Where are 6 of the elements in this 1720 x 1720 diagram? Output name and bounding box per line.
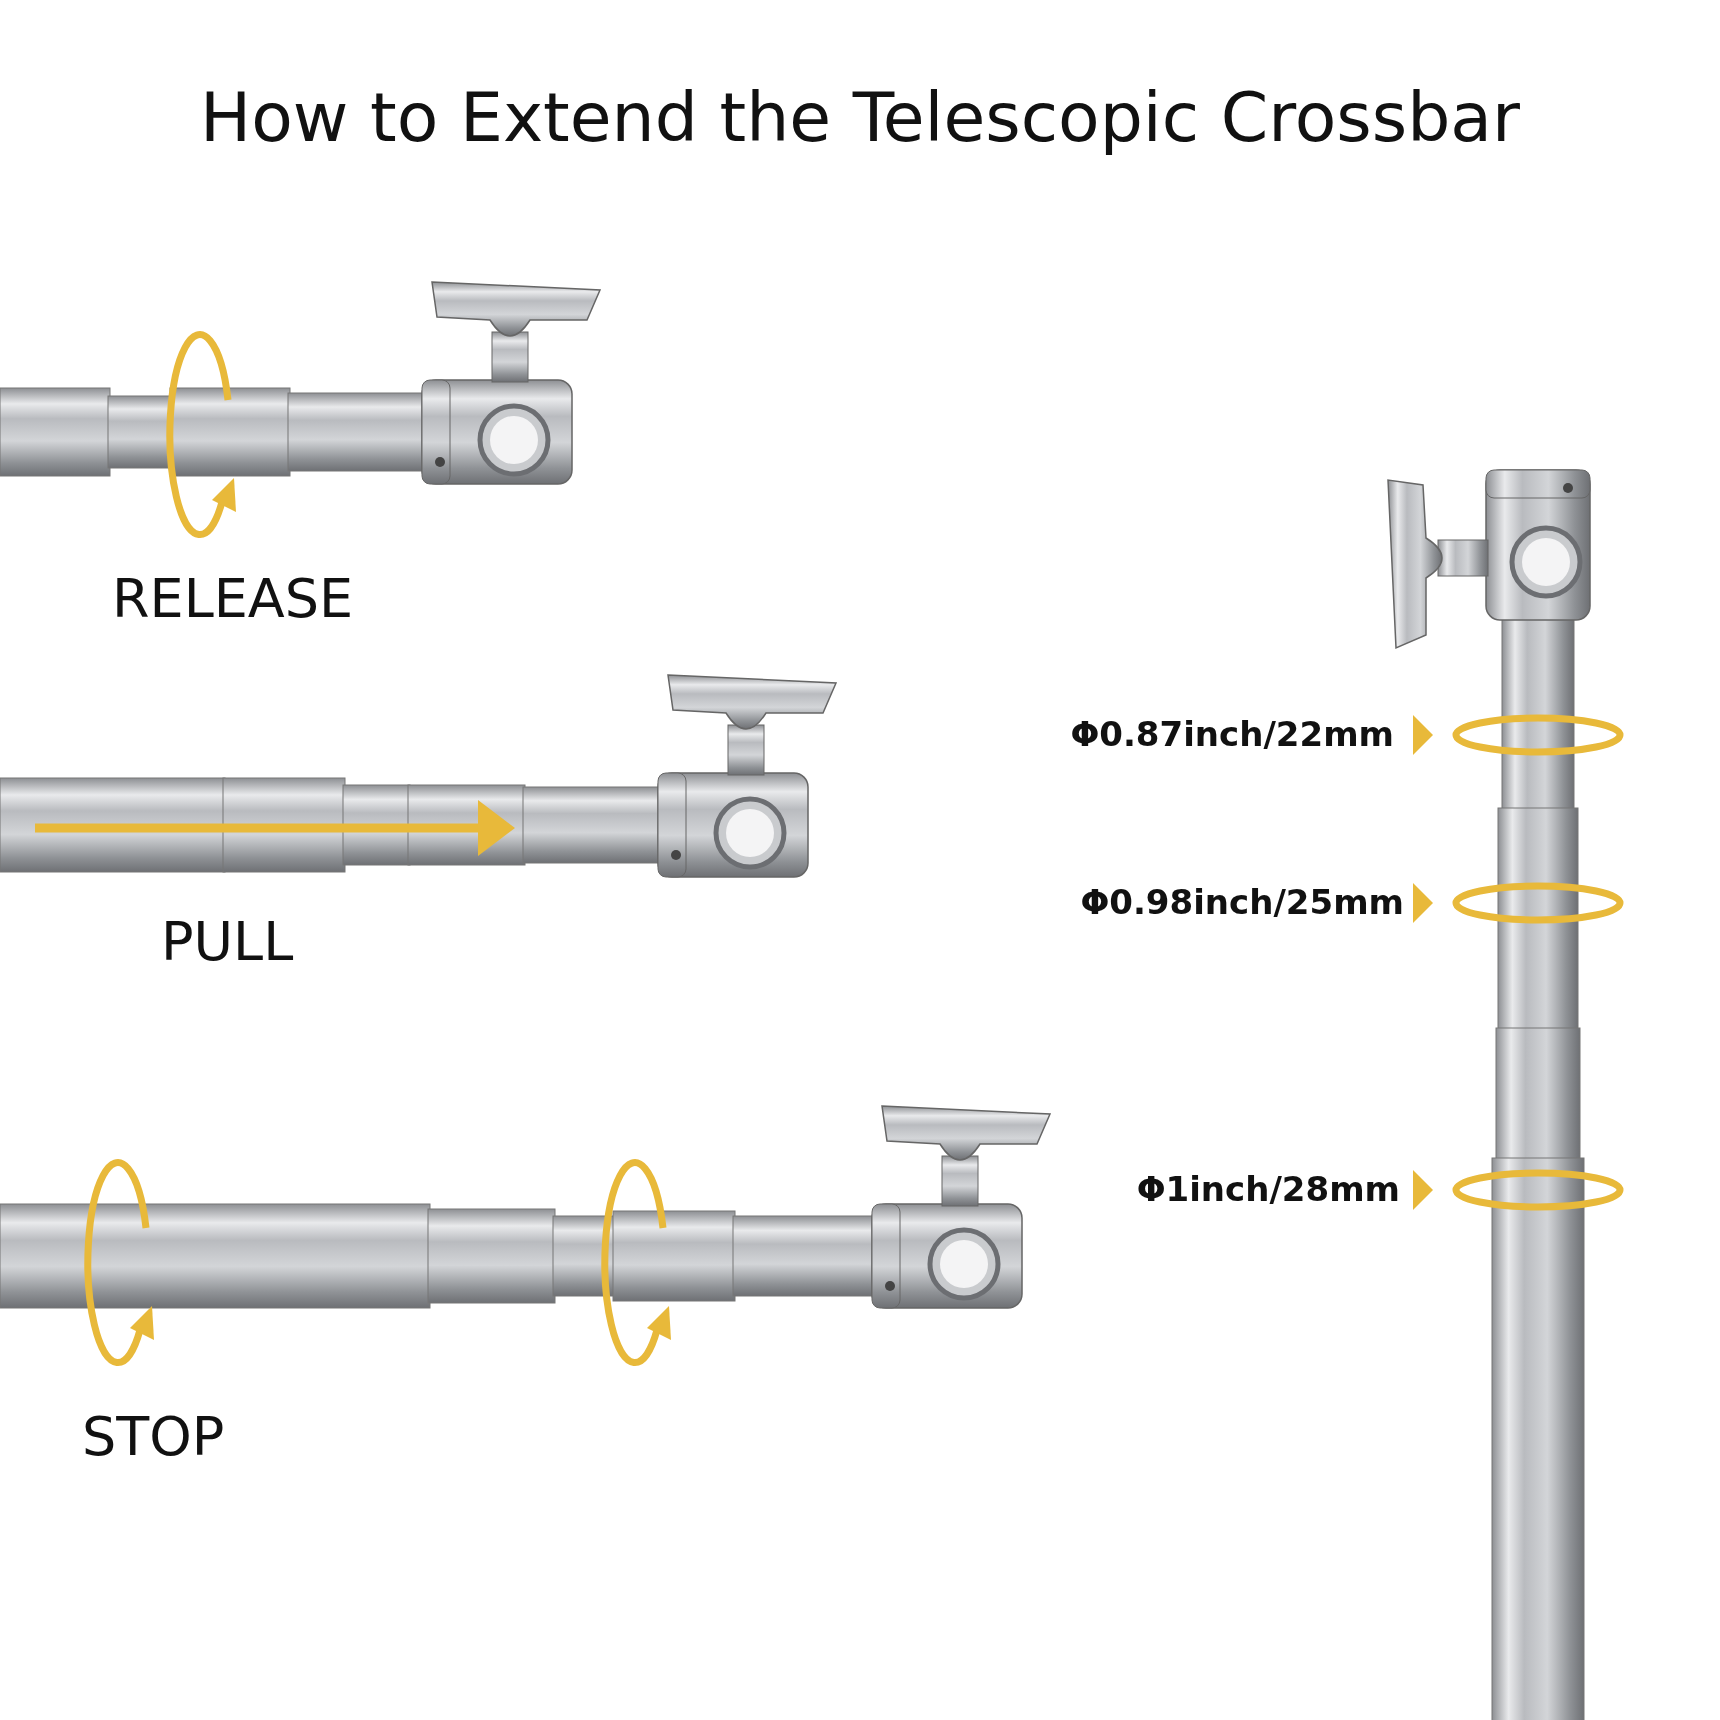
dimension-label: Φ0.87inch/22mm — [1070, 717, 1394, 751]
step-label: STOP — [82, 1410, 225, 1464]
dimension-label: Φ1inch/28mm — [1136, 1172, 1400, 1206]
dimension-label: Φ0.98inch/25mm — [1080, 885, 1404, 919]
step-label: RELEASE — [112, 572, 354, 626]
step-label: PULL — [161, 915, 294, 969]
